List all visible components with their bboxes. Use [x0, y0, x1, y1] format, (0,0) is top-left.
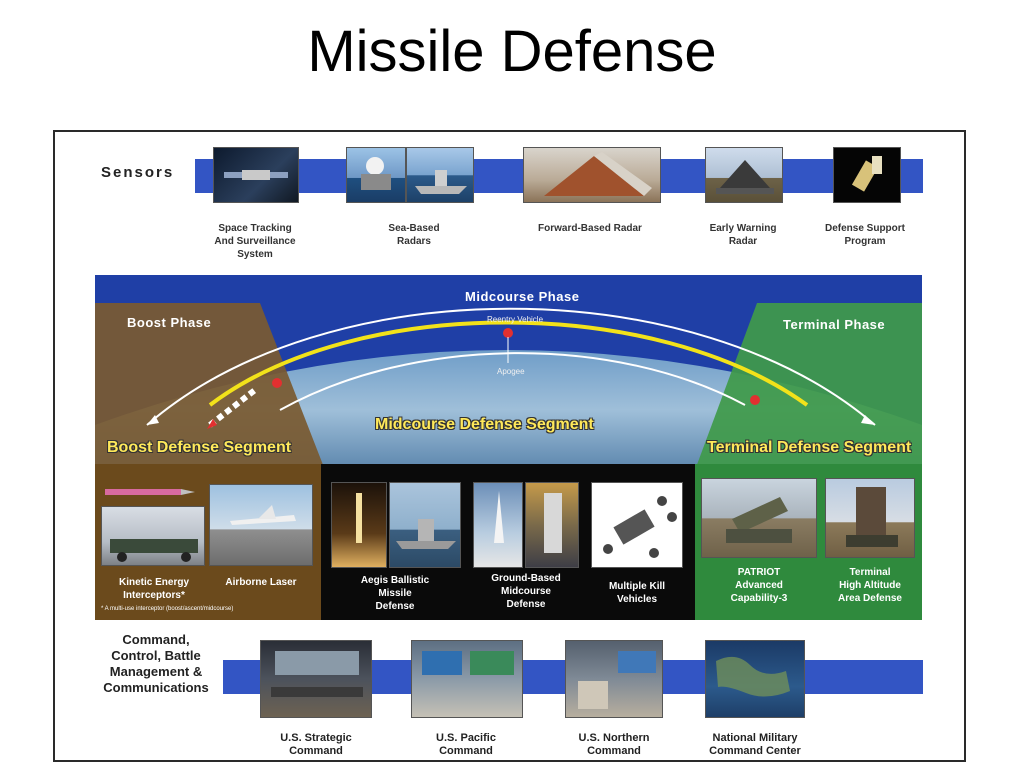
strategic-command-photo [260, 640, 372, 718]
caption-forward-based-radar: Forward-Based Radar [538, 223, 642, 234]
terminal-defense-segment-label: Terminal Defense Segment [707, 439, 912, 456]
early-warning-radar-photo [705, 147, 783, 203]
sea-based-radar-photo-1 [346, 147, 406, 203]
caption-defense-support-program: Defense Support Program [824, 223, 905, 247]
airborne-laser-photo [209, 484, 313, 566]
ground-based-interceptor-photo [525, 482, 579, 568]
caption-sea-based-radars: Sea-Based Radars [388, 223, 440, 247]
national-military-command-center-photo [705, 640, 805, 718]
caption-kinetic-energy-interceptors: Kinetic Energy Interceptors* [118, 577, 190, 601]
caption-aegis-ballistic-missile-defense: Aegis Ballistic Missile Defense [360, 575, 430, 612]
boost-phase-label: Boost Phase [127, 315, 212, 330]
ground-based-launch-photo [473, 482, 523, 568]
sensors-label: Sensors [101, 164, 175, 181]
midcourse-phase-label: Midcourse Phase [465, 289, 580, 304]
reentry-vehicle-label: Reentry Vehicle [487, 315, 544, 324]
caption-multiple-kill-vehicles: Multiple Kill Vehicles [608, 581, 666, 605]
interceptor-missile-icon [105, 489, 195, 495]
caption-space-tracking: Space Tracking And Surveillance System [214, 223, 296, 260]
defense-support-program-photo [833, 147, 901, 203]
midcourse-defense-segment-label: Midcourse Defense Segment [375, 416, 594, 433]
caption-us-northern-command: U.S. Northern Command [578, 732, 650, 757]
northern-command-photo [565, 640, 663, 718]
patriot-pac3-photo [701, 478, 817, 558]
boost-defense-segment-label: Boost Defense Segment [107, 439, 292, 456]
caption-ground-based-midcourse-defense: Ground-Based Midcourse Defense [491, 573, 561, 610]
kinetic-energy-interceptor-photo [101, 506, 205, 566]
aegis-launch-photo [331, 482, 387, 568]
caption-patriot-advanced-capability-3: PATRIOT Advanced Capability-3 [730, 567, 788, 604]
command-control-label: Command, Control, Battle Management & Co… [103, 632, 209, 695]
terminal-phase-label: Terminal Phase [783, 317, 886, 332]
multiple-kill-vehicles-photo [591, 482, 683, 568]
forward-based-radar-photo [523, 147, 661, 203]
boost-footnote: * A multi-use interceptor (boost/ascent/… [101, 606, 234, 612]
caption-us-pacific-command: U.S. Pacific Command [436, 732, 496, 757]
phase-band: Boost Phase Midcourse Phase Terminal Pha… [95, 275, 922, 470]
caption-early-warning-radar: Early Warning Radar [709, 223, 777, 247]
caption-terminal-high-altitude-area-defense: Terminal High Altitude Area Defense [838, 567, 902, 604]
thaad-photo [825, 478, 915, 558]
missile-defense-diagram: Sensors Space Tracking And Surveillance … [53, 130, 966, 762]
space-tracking-satellite-photo [213, 147, 299, 203]
sea-based-radar-photo-2 [406, 147, 474, 203]
aegis-ship-photo [389, 482, 461, 568]
pacific-command-photo [411, 640, 523, 718]
caption-airborne-laser: Airborne Laser [225, 577, 297, 588]
apogee-label: Apogee [497, 367, 525, 376]
slide-title: Missile Defense [307, 19, 717, 84]
caption-national-military-command-center: National Military Command Center [709, 732, 801, 757]
caption-us-strategic-command: U.S. Strategic Command [280, 732, 352, 757]
